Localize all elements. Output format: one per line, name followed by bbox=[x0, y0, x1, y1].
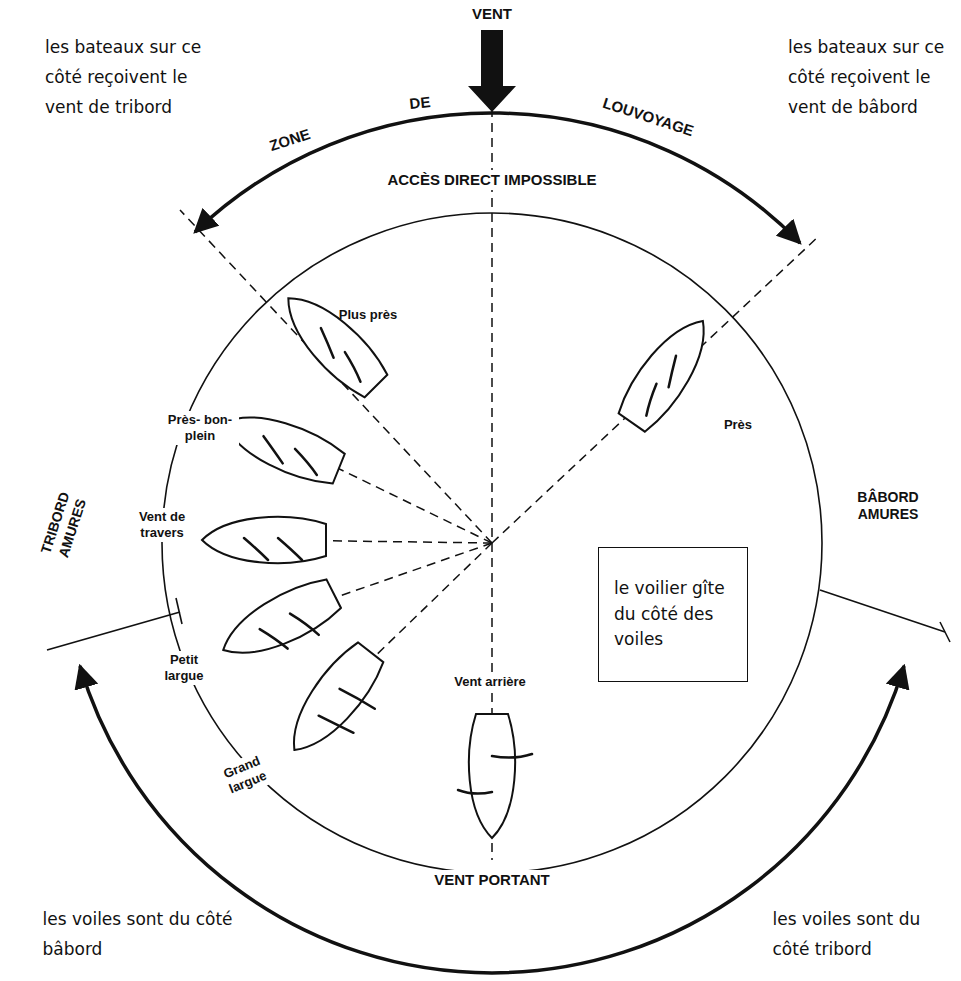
tack-label: BÂBORD AMURES bbox=[838, 489, 938, 524]
dashed-bearings bbox=[180, 108, 820, 860]
point-of-sail: Vent arrière bbox=[437, 673, 543, 691]
tack-label: TRIBORD AMURES bbox=[33, 477, 94, 573]
arc-label: LOUVOYAGE bbox=[579, 86, 718, 147]
note: les voiles sont du côté bâbord bbox=[43, 905, 268, 965]
point-of-sail: Près- bon-plein bbox=[161, 411, 239, 446]
point-of-sail: Près bbox=[713, 417, 763, 433]
arc-label: DE bbox=[399, 92, 441, 115]
wind-title: VENT bbox=[452, 5, 532, 24]
note: les bateaux sur ce côté reçoivent le ven… bbox=[45, 33, 203, 122]
note: les voiles sont du côté tribord bbox=[773, 905, 948, 965]
zone-label: ACCÈS DIRECT IMPOSSIBLE bbox=[339, 170, 645, 191]
note-box: le voilier gîte du côté des voiles bbox=[598, 547, 748, 682]
box-text: le voilier gîte du côté des voiles bbox=[614, 576, 732, 653]
point-of-sail: Grand largue bbox=[208, 747, 282, 804]
point-of-sail: Vent de travers bbox=[127, 508, 197, 543]
point-of-sail: Plus près bbox=[323, 307, 413, 323]
arc-label: ZONE bbox=[249, 119, 331, 162]
zone-label: VENT PORTANT bbox=[409, 870, 575, 891]
wind-arrow bbox=[468, 30, 516, 112]
point-of-sail: Petit largue bbox=[153, 651, 215, 686]
note: les bateaux sur ce côté reçoivent le ven… bbox=[788, 33, 948, 122]
circle-and-arcs bbox=[47, 113, 950, 973]
